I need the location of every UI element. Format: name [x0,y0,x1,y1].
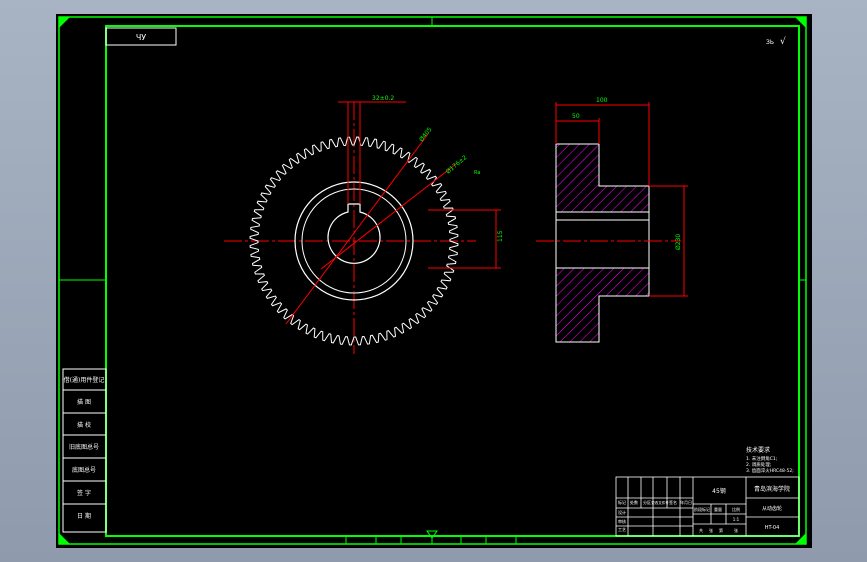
title-block-scale: 1:1 [733,517,740,522]
title-block-sheet-0: 共 [699,527,703,533]
title-block-header-3: 更改文件号 [651,500,669,505]
corner-mark-top-left [59,17,70,28]
title-block-row-label-1: 审核 [618,518,626,524]
bore-with-keyway [327,203,381,264]
top-right-mark: ЗЬ [766,39,774,46]
left-panel-row-1: 描 图 [77,398,91,406]
bottom-center-arrow [426,530,438,539]
dim-outer-dia: Ø176±2 [445,154,469,176]
code-box-text: ЧУ [136,33,146,42]
title-block-header-1: 处数 [630,499,638,505]
leader-line-2 [320,163,457,270]
title-block-header-2: 分区 [643,499,651,505]
hub-inner-circle [301,188,407,294]
frame-center-marks [59,17,806,544]
hub-outer-circle [294,181,414,301]
corner-mark-top-right [795,17,806,28]
title-block-header-4: 签名 [669,499,677,505]
title-block-sheet-2: 第 [719,527,723,533]
title-block-material: 45钢 [712,487,726,495]
title-block-info-1: 重量 [714,506,722,512]
title-block-row-label-2: 工艺 [618,527,626,532]
code-box [105,27,177,46]
dim-keyway: 32±0.2 [372,95,394,102]
title-block-info-2: 比例 [732,506,740,512]
section-hatch-upper [555,143,650,213]
left-panel-row-2: 描 校 [77,421,91,429]
title-block [615,476,800,537]
gear-teeth-outline [249,136,459,346]
tech-notes-line-0: 1. 未注倒角C1; [746,455,777,462]
roughness-symbol: √ [780,36,786,47]
corner-mark-bottom-left [59,533,70,544]
title-block-school: 青岛滨海学院 [754,485,790,493]
title-block-info-0: 阶段标记 [694,506,710,512]
title-block-drawing-name: 从动齿轮 [762,505,782,512]
leader-line-1 [285,133,429,325]
left-panel-row-5: 签 字 [77,489,91,497]
dim-bore: 115 [497,230,504,242]
bottom-scale-ticks [345,536,517,544]
title-block-header-0: 标记 [618,499,626,505]
title-block-row-label-0: 设计 [618,509,626,515]
tech-notes-line-1: 2. 调质处理; [746,461,771,468]
left-panel-row-3: 旧底图总号 [69,443,99,451]
gear-section-view [536,102,688,343]
corner-mark-bottom-right [795,533,806,544]
drawing-svg: ЧУ ЗЬ √ [58,16,807,545]
inner-border [105,25,800,537]
title-block-header-5: 年月日 [680,499,692,505]
drawing-canvas[interactable]: ЧУ ЗЬ √ [56,14,812,548]
left-panel-row-4: 底图总号 [72,466,96,474]
gear-front-view [224,101,501,354]
left-panel-row-0: 借(通)用件登记 [64,376,105,384]
outer-frame [58,16,807,545]
dim-width-hub: 50 [572,113,580,120]
tech-notes-line-2: 3. 齿面淬火HRC48-52; [746,467,794,474]
left-panel [62,368,107,533]
title-block-sheet-3: 张 [734,527,738,533]
dim-roughness: Ra [474,170,480,176]
dim-hub-dia: Ø405 [418,126,434,143]
dim-width-total: 100 [596,97,608,104]
left-panel-row-6: 日 期 [77,512,91,520]
tech-notes-title: 技术要求 [746,446,770,454]
section-hatch-lower [555,267,650,343]
dim-body-dia: Ø230 [675,234,682,250]
title-block-sheet-1: 张 [709,527,713,533]
title-block-drawing-no: HT-04 [765,525,780,531]
